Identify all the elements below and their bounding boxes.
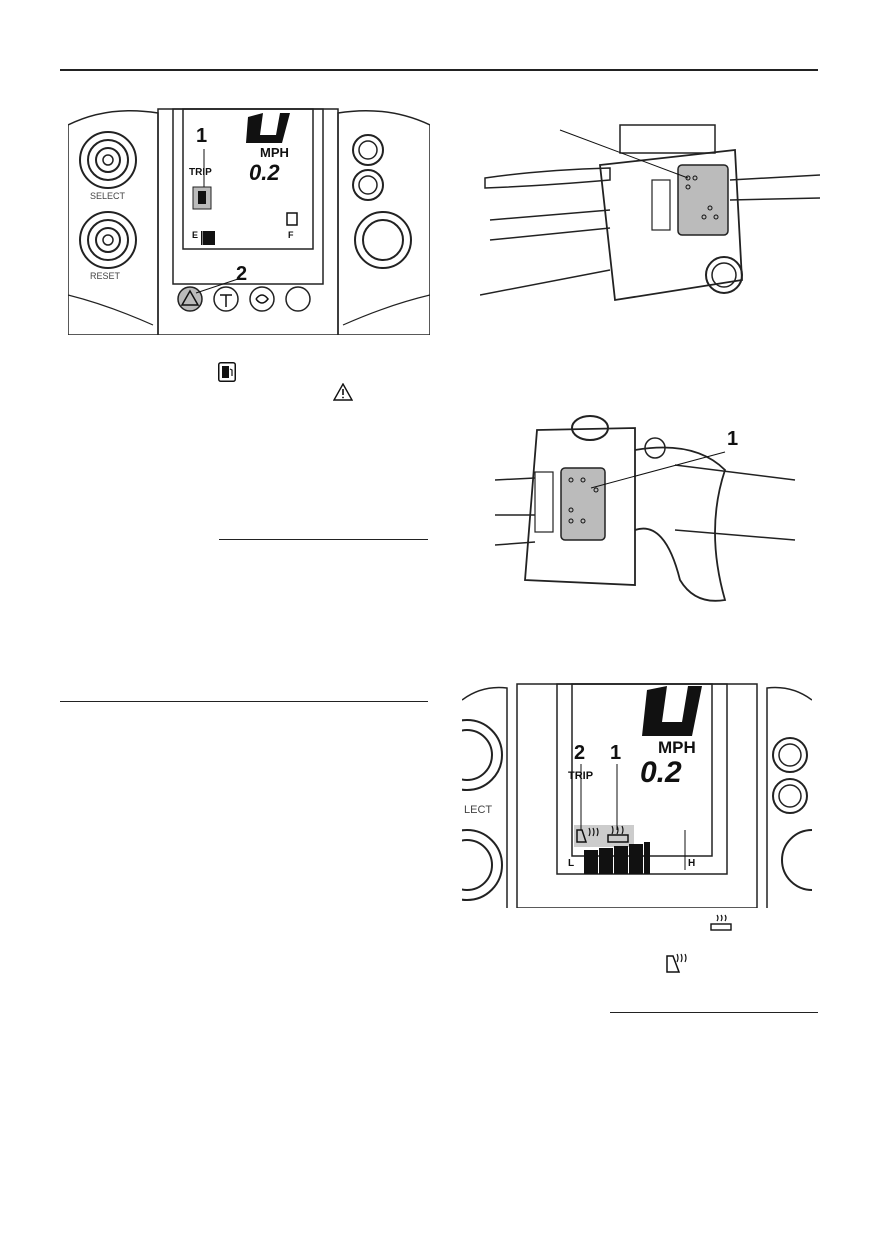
left-rule-short	[219, 539, 428, 540]
thumb-warmer-icon	[665, 952, 689, 976]
speed-unit: MPH	[658, 738, 696, 757]
select-partial-label: LECT	[464, 804, 493, 816]
trip-label: TRIP	[568, 770, 594, 782]
select-label: SELECT	[90, 191, 126, 201]
fuel-full-label: F	[288, 230, 294, 240]
warning-lamp	[177, 286, 203, 312]
trip-label: TRIP	[189, 167, 212, 178]
callout-2: 2	[236, 263, 248, 285]
fuel-pump-icon	[218, 362, 236, 382]
trip-value: 0.2	[640, 756, 682, 789]
heat-low-label: L	[568, 858, 575, 869]
trip-value: 0.2	[249, 160, 280, 185]
left-rule-full	[60, 701, 428, 702]
callout-2: 2	[574, 742, 586, 764]
callout-1: 1	[727, 428, 739, 450]
fuel-empty-label: E	[192, 230, 199, 240]
heat-high-label: H	[688, 858, 696, 869]
figure-meter-heater: 2 1 MPH TRIP 0.2 L H LECT	[431, 680, 843, 909]
callout-1: 1	[610, 742, 622, 764]
figure-thumb-switch: 1	[494, 410, 805, 610]
header-rule	[60, 69, 818, 71]
callout-1: 1	[196, 125, 208, 147]
figure-handlebar-switch	[479, 120, 821, 320]
select-knob	[79, 131, 137, 189]
figure-meter-fuel-warning: 1 2 MPH TRIP 0.2 E F SELECT RESET	[67, 105, 431, 336]
grip-heater-icon	[710, 914, 732, 932]
warning-triangle-icon	[332, 382, 354, 401]
reset-knob	[79, 211, 137, 269]
reset-label: RESET	[90, 271, 121, 281]
speed-unit: MPH	[260, 145, 289, 160]
right-rule-short	[610, 1012, 818, 1013]
meter-illustration	[67, 108, 431, 336]
